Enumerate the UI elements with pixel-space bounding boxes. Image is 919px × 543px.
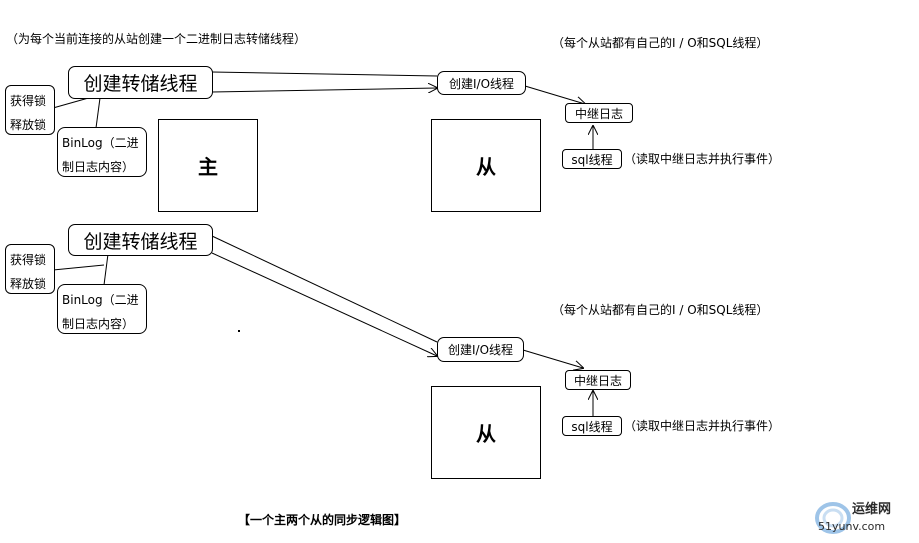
- sql-thread-label: sql线程: [571, 152, 613, 167]
- io-thread-box: 创建I/O线程: [437, 71, 526, 95]
- lock-box: 获得锁释放锁: [5, 244, 55, 294]
- dump-thread-label: 创建转储线程: [83, 230, 198, 253]
- sql-note: （读取中继日志并执行事件）: [624, 419, 781, 433]
- io-sql-note: （每个从站都有自己的I / O和SQL线程）: [552, 36, 769, 50]
- dump-thread-box: 创建转储线程: [68, 224, 213, 256]
- diagram-caption: 【一个主两个从的同步逻辑图】: [238, 513, 407, 527]
- slave-label: 从: [476, 422, 496, 446]
- io-sql-note: （每个从站都有自己的I / O和SQL线程）: [552, 303, 769, 317]
- watermark-logo-icon: [815, 502, 851, 534]
- relay-log-box: 中继日志: [565, 370, 631, 390]
- io-thread-box: 创建I/O线程: [437, 337, 524, 362]
- lock-label: 获得锁释放锁: [10, 253, 47, 291]
- slave-box: 从: [431, 119, 541, 212]
- watermark-brand: 运维网: [852, 502, 892, 517]
- dump-thread-label: 创建转储线程: [83, 73, 198, 95]
- slave-box: 从: [431, 386, 541, 479]
- master-label: 主: [198, 155, 218, 179]
- bottom-io-to-relay-arrow: [522, 349, 583, 368]
- slave-label: 从: [476, 155, 496, 179]
- binlog-label: BinLog（二进制日志内容）: [62, 136, 139, 174]
- relay-log-label: 中继日志: [573, 373, 622, 388]
- master-box: 主: [158, 119, 258, 212]
- binlog-box: BinLog（二进制日志内容）: [57, 284, 147, 334]
- bottom-master-slave-arrow: [212, 236, 437, 356]
- sql-thread-label: sql线程: [571, 419, 613, 434]
- relay-log-label: 中继日志: [574, 106, 623, 121]
- dump-thread-box: 创建转储线程: [68, 66, 213, 99]
- sql-thread-box: sql线程: [562, 416, 622, 436]
- binlog-box: BinLog（二进制日志内容）: [57, 127, 147, 177]
- binlog-label: BinLog（二进制日志内容）: [62, 293, 139, 331]
- top-note: （为每个当前连接的从站创建一个二进制日志转储线程）: [6, 32, 307, 46]
- sql-thread-box: sql线程: [562, 149, 622, 169]
- relay-log-box: 中继日志: [565, 103, 633, 123]
- lock-label: 获得锁释放锁: [10, 94, 47, 132]
- site-watermark: 运维网 51yunv.com: [812, 494, 912, 538]
- watermark-site: 51yunv.com: [818, 520, 886, 533]
- top-io-to-relay-arrow: [524, 85, 585, 104]
- top-master-slave-arrow: [212, 72, 437, 92]
- lock-box: 获得锁释放锁: [5, 85, 55, 135]
- sql-note: （读取中继日志并执行事件）: [624, 152, 781, 166]
- io-thread-label: 创建I/O线程: [448, 76, 515, 91]
- io-thread-label: 创建I/O线程: [447, 343, 514, 357]
